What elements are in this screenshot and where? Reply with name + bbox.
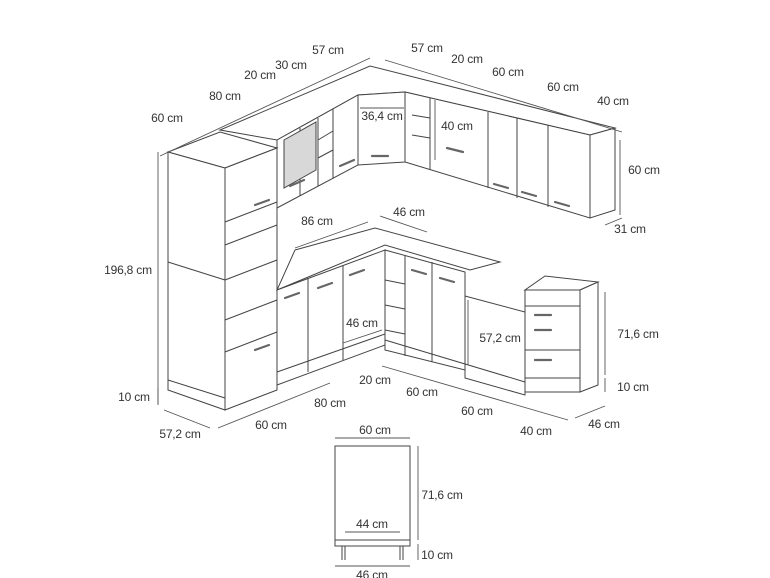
base-cabinets bbox=[276, 227, 600, 396]
dim-label: 80 cm bbox=[209, 89, 241, 103]
dim-label: 80 cm bbox=[314, 396, 346, 410]
dim-label: 44 cm bbox=[356, 517, 388, 531]
dim-label: 30 cm bbox=[275, 58, 307, 72]
dim-label: 60 cm bbox=[151, 111, 183, 125]
dim-label: 10 cm bbox=[421, 548, 453, 562]
dim-label: 46 cm bbox=[356, 568, 388, 578]
dim-label: 10 cm bbox=[617, 380, 649, 394]
dim-label: 36,4 cm bbox=[361, 109, 403, 123]
upper-cabinets bbox=[218, 65, 617, 219]
dim-label: 40 cm bbox=[441, 119, 473, 133]
dim-label: 86 cm bbox=[301, 214, 333, 228]
dim-label: 46 cm bbox=[346, 316, 378, 330]
corner-upper-cabinet bbox=[357, 91, 406, 166]
dim-label: 57,2 cm bbox=[479, 331, 521, 345]
dim-label: 20 cm bbox=[244, 68, 276, 82]
dim-label: 60 cm bbox=[359, 423, 391, 437]
dim-label: 60 cm bbox=[547, 80, 579, 94]
tall-cabinet bbox=[166, 131, 279, 411]
dim-label: 57,2 cm bbox=[159, 427, 201, 441]
dim-label: 196,8 cm bbox=[104, 263, 152, 277]
dim-label: 20 cm bbox=[359, 373, 391, 387]
dim-label: 46 cm bbox=[588, 417, 620, 431]
dim-label: 71,6 cm bbox=[617, 327, 659, 341]
dim-label: 31 cm bbox=[614, 222, 646, 236]
dim-label: 40 cm bbox=[520, 424, 552, 438]
dim-label: 60 cm bbox=[492, 65, 524, 79]
dim-label: 60 cm bbox=[461, 404, 493, 418]
dim-label: 46 cm bbox=[393, 205, 425, 219]
dimension-lines bbox=[157, 57, 623, 567]
dim-label: 60 cm bbox=[628, 163, 660, 177]
dim-label: 20 cm bbox=[451, 52, 483, 66]
dim-label: 57 cm bbox=[411, 41, 443, 55]
dim-label: 71,6 cm bbox=[421, 488, 463, 502]
dim-label: 60 cm bbox=[406, 385, 438, 399]
dim-label: 60 cm bbox=[255, 418, 287, 432]
glass-door bbox=[283, 121, 317, 189]
dim-label: 40 cm bbox=[597, 94, 629, 108]
dim-label: 57 cm bbox=[312, 43, 344, 57]
dim-label: 10 cm bbox=[118, 390, 150, 404]
base-unit-detail bbox=[334, 445, 411, 560]
